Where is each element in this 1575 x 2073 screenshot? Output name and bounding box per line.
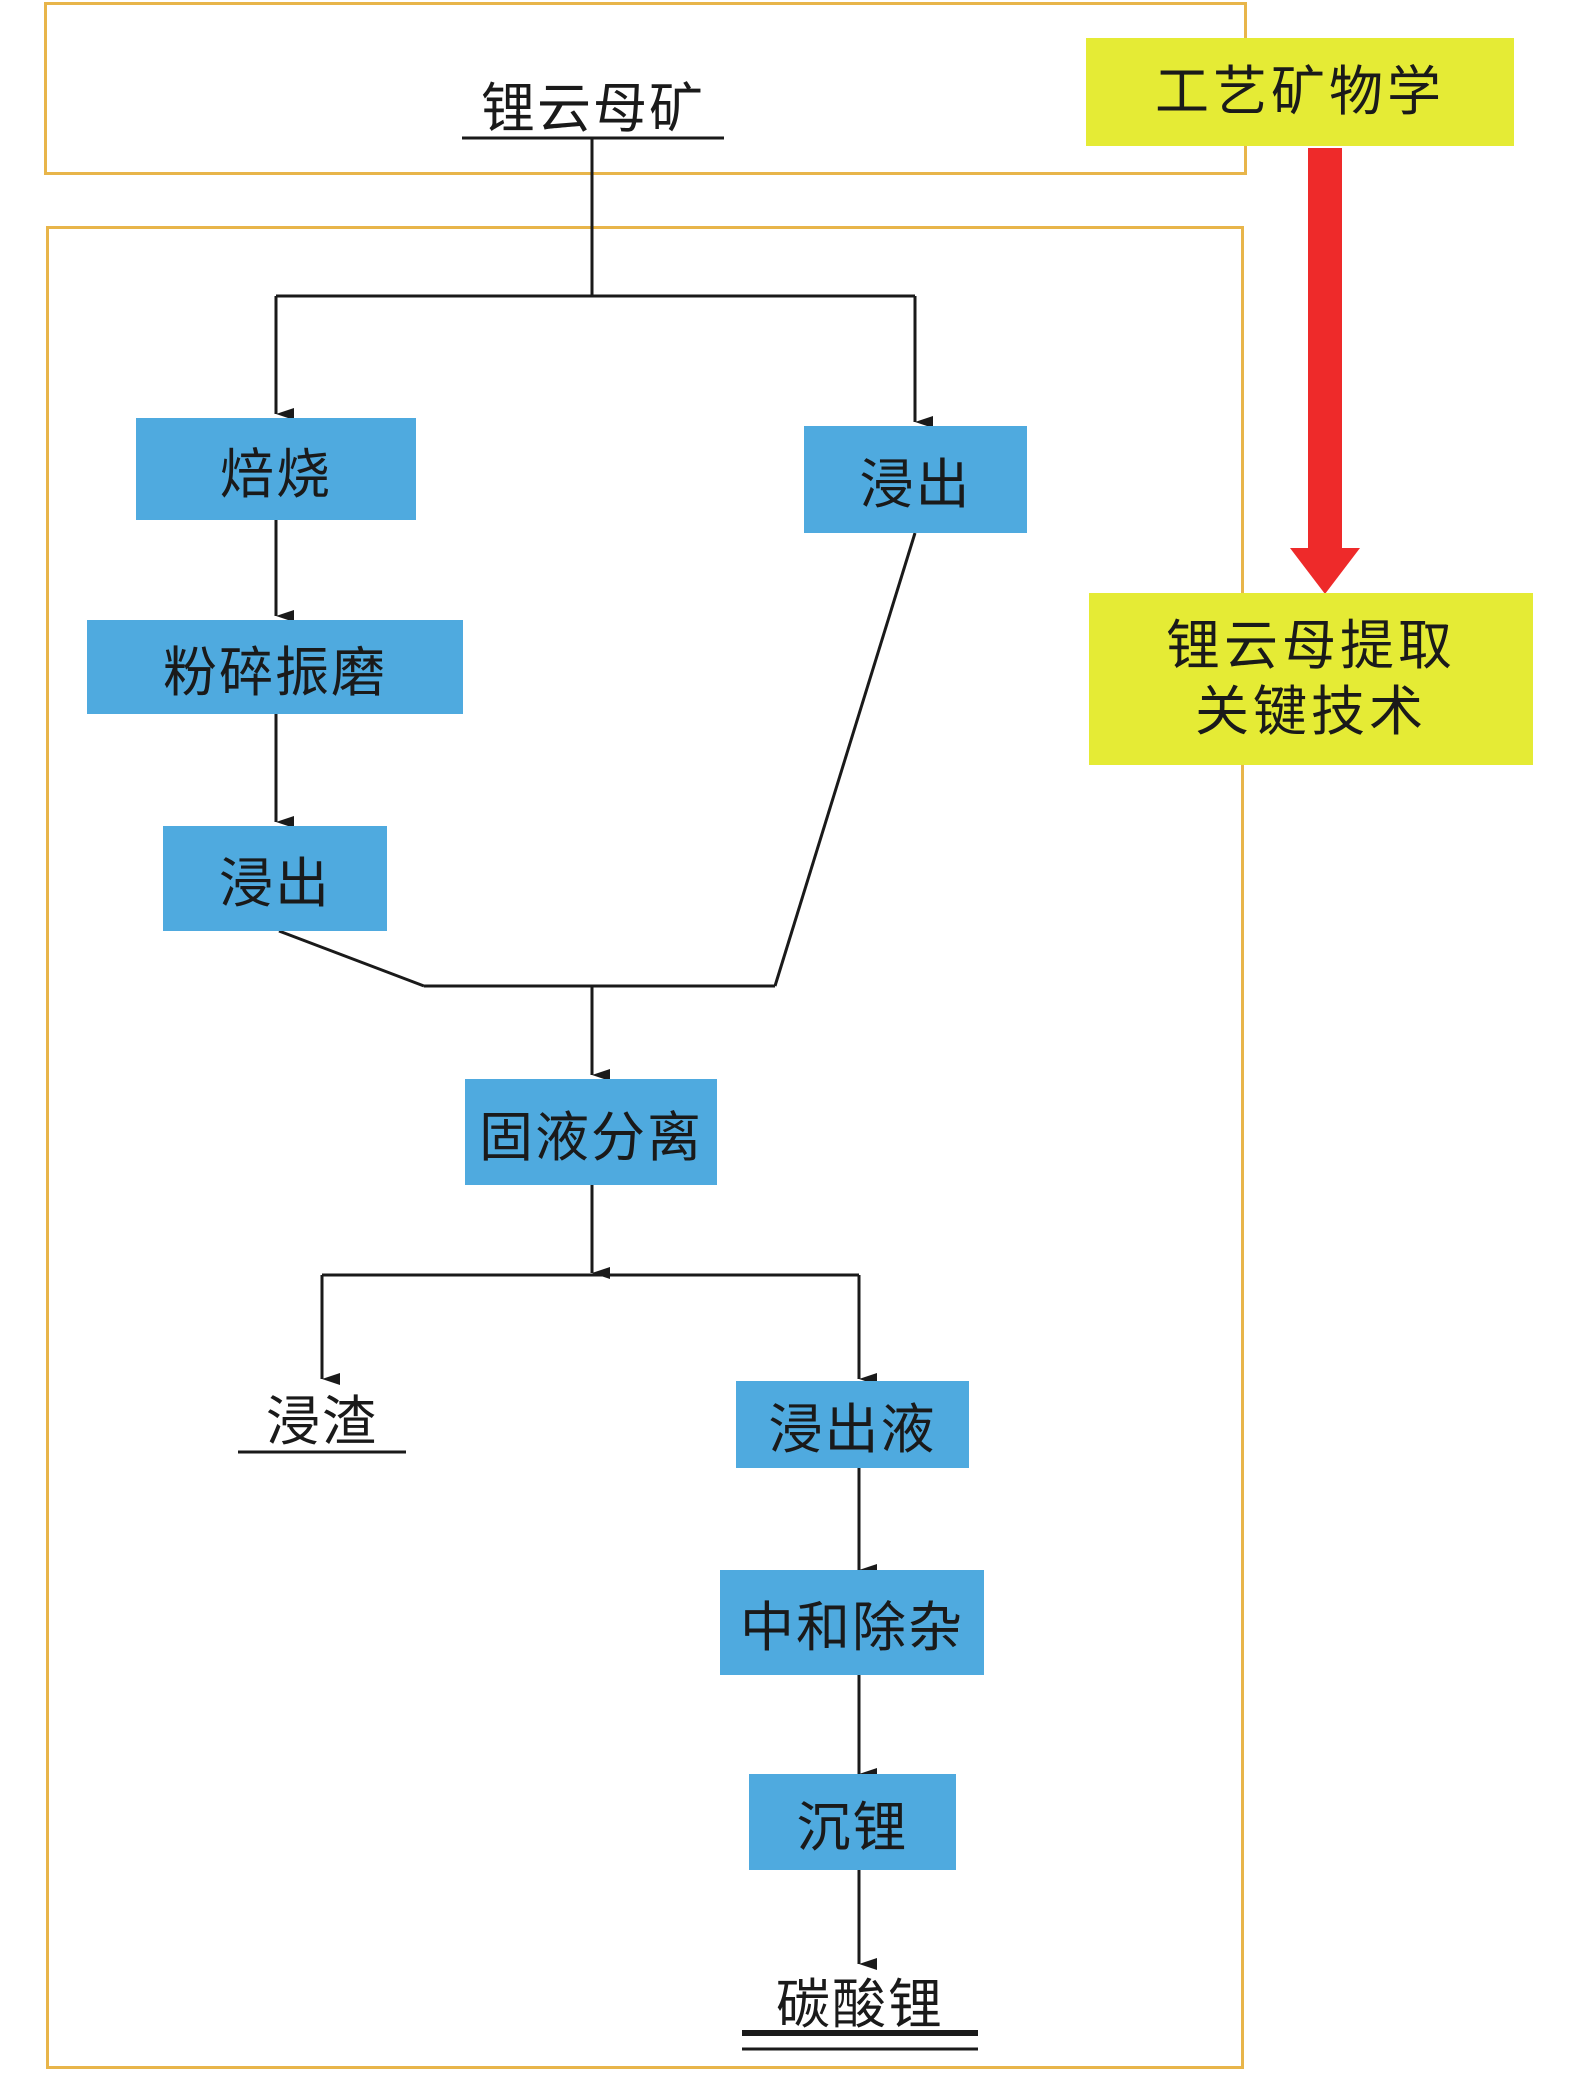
key-technology-line2: 关键技术 [1195, 680, 1427, 743]
grind-box: 粉碎振磨 [87, 620, 463, 714]
precipitate-box: 沉锂 [749, 1774, 956, 1870]
key-technology-line1: 锂云母提取 [1166, 614, 1456, 677]
mineralogy-label: 工艺矿物学 [1155, 60, 1445, 123]
residue-label: 浸渣 [266, 1390, 378, 1453]
roast-box: 焙烧 [136, 418, 416, 520]
mineralogy-box: 工艺矿物学 [1086, 38, 1514, 146]
red-arrow-head [1290, 548, 1360, 594]
source-label: 锂云母矿 [481, 77, 705, 140]
neutralize-box: 中和除杂 [720, 1570, 984, 1675]
merge-right [773, 532, 917, 987]
leach-right-box: 浸出 [804, 426, 1027, 533]
merge-left [278, 929, 425, 988]
main-frame [46, 226, 1244, 2069]
product-label: 碳酸锂 [776, 1973, 944, 2036]
leach-left-box: 浸出 [163, 826, 387, 931]
key-technology-box: 锂云母提取 关键技术 [1089, 593, 1533, 765]
red-arrow-shaft [1308, 148, 1342, 548]
separation-box: 固液分离 [465, 1079, 717, 1185]
leach-liquor-box: 浸出液 [736, 1381, 969, 1468]
